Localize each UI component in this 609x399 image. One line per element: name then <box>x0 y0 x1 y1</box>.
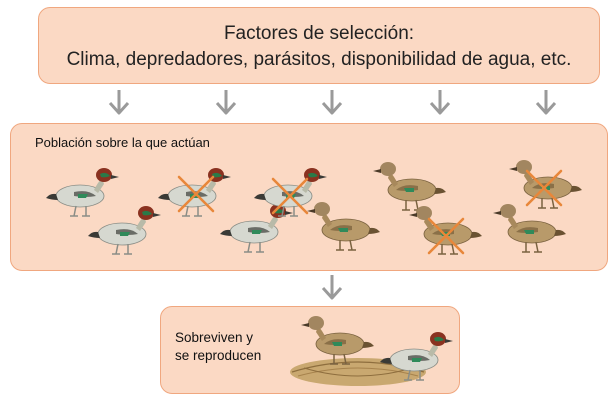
down-arrow-icon <box>535 88 557 115</box>
male-duck-icon <box>219 203 294 253</box>
down-arrow-icon <box>108 88 130 115</box>
factors-list: Clima, depredadores, parásitos, disponib… <box>66 49 572 70</box>
female-duck-icon <box>300 315 375 365</box>
survivors-label-line1: Sobreviven y <box>175 330 254 345</box>
female-duck-icon <box>372 161 447 211</box>
down-arrow-icon <box>215 88 237 115</box>
male-duck-icon <box>87 205 162 255</box>
female-duck-icon <box>508 159 583 209</box>
factors-title: Factores de selección: <box>223 23 415 44</box>
female-duck-icon <box>306 201 381 251</box>
selection-factors-box: Factores de selección: Clima, depredador… <box>38 7 600 84</box>
down-arrow-icon <box>321 273 343 300</box>
down-arrow-icon <box>429 88 451 115</box>
female-duck-icon <box>408 205 483 255</box>
down-arrow-icon <box>321 88 343 115</box>
female-duck-icon <box>492 203 567 253</box>
population-label: Población sobre la que actúan <box>35 135 210 150</box>
male-duck-icon <box>45 167 120 217</box>
survivors-label-line2: se reproducen <box>175 348 262 363</box>
